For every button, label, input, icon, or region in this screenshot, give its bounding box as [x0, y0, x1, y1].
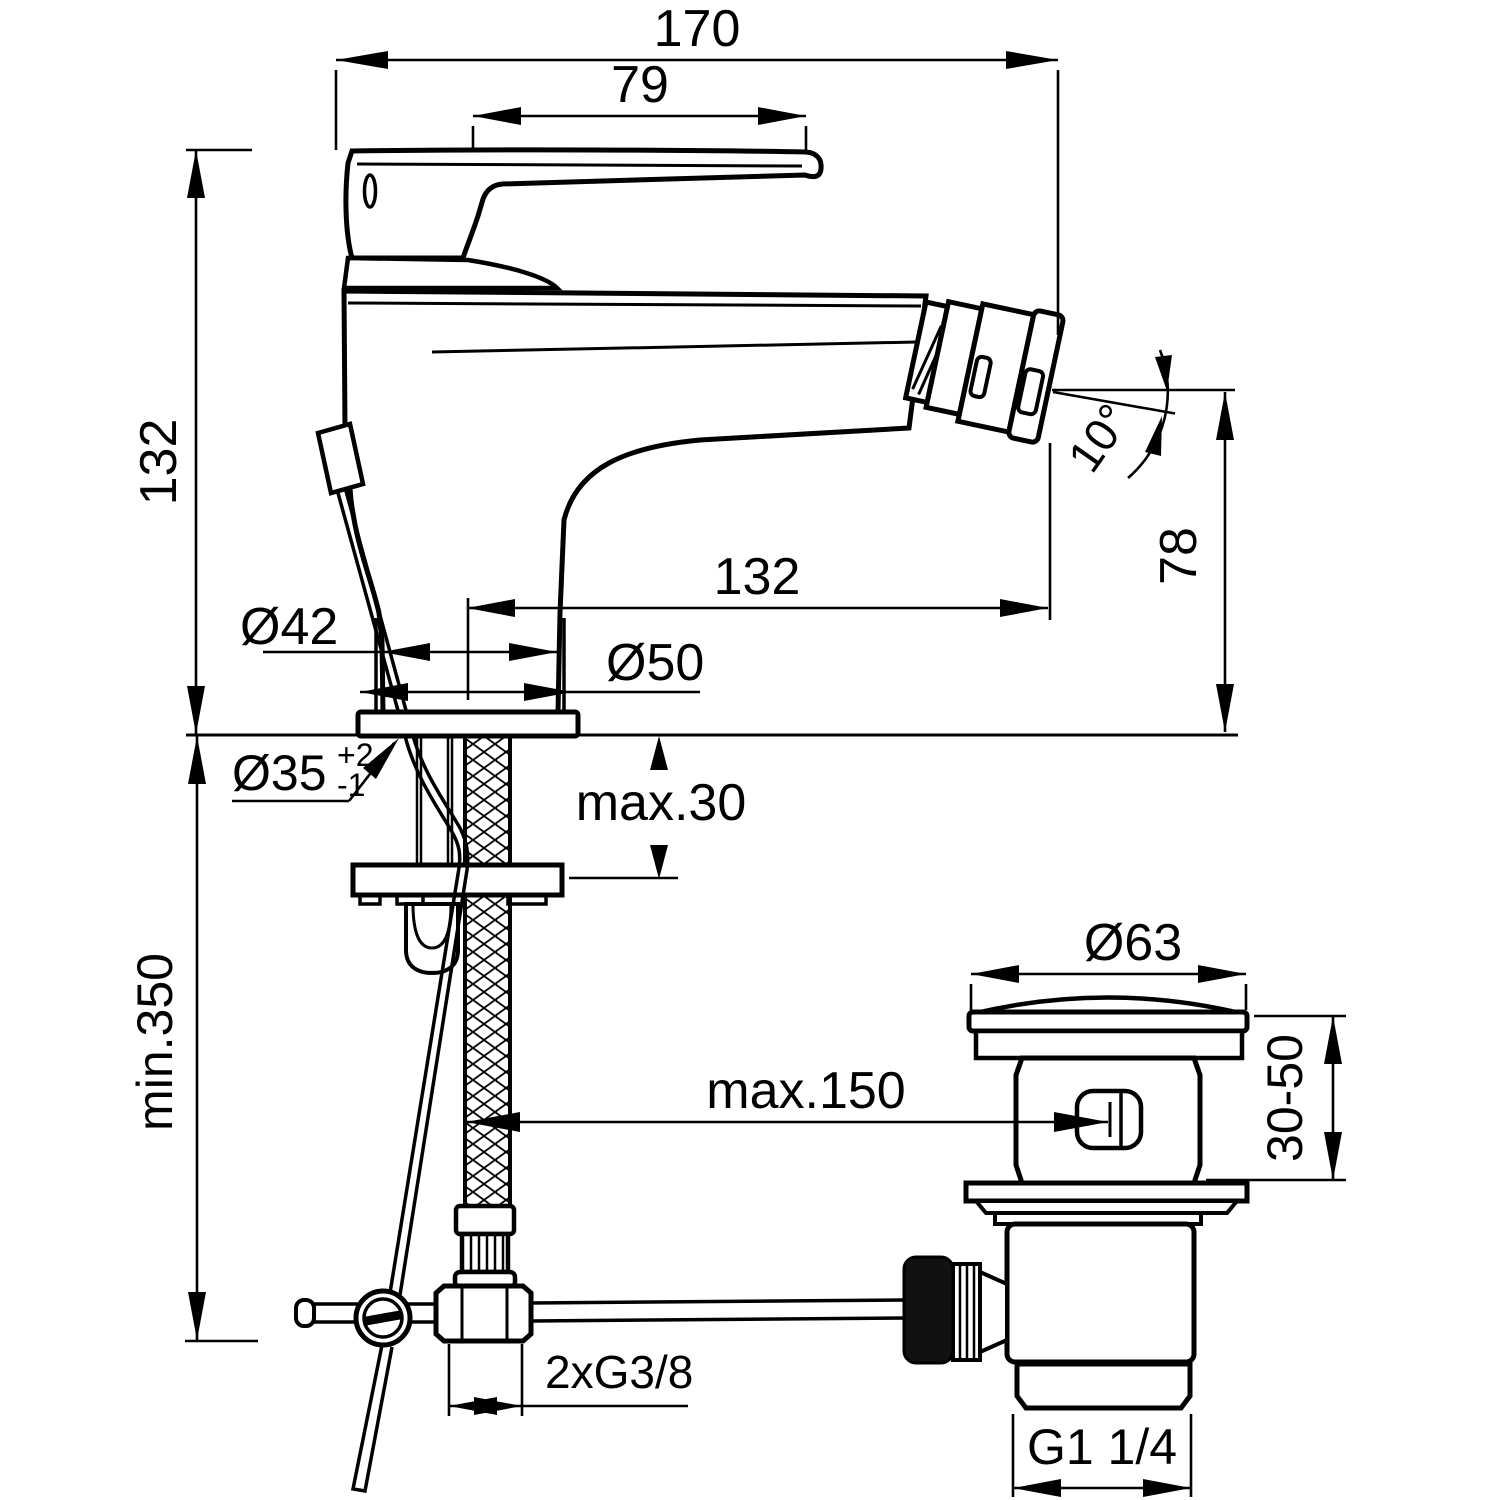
drain-outlet-thread [1014, 1361, 1193, 1411]
dim-label-waste-height-range: 30-50 [1257, 1034, 1313, 1162]
dimension-132-height: 132 [130, 148, 252, 734]
hose-end-fitting [433, 1203, 534, 1344]
dim-label-max-rod-length: max.150 [706, 1062, 905, 1120]
dimension-79: 79 [471, 56, 808, 154]
dimension-d63: Ø63 [969, 914, 1248, 1010]
supply-nut [433, 1283, 534, 1344]
rod-coupling-ring [902, 1255, 955, 1365]
dimension-max30: max.30 [569, 736, 747, 880]
waste-valve-body [1004, 1221, 1197, 1365]
dim-label-spout-angle: 10° [1058, 394, 1140, 481]
pop-up-waste [902, 995, 1250, 1411]
dim-label-hole-tol-minus: -1 [337, 767, 365, 803]
braided-supply-hose [463, 734, 512, 1210]
dimension-d42: Ø42 [240, 598, 557, 661]
dimension-g114: G1 1/4 [1011, 1414, 1193, 1497]
dim-label-base-diameter: Ø50 [606, 634, 704, 692]
dimension-132-reach: 132 [466, 443, 1052, 700]
dimension-78: 78 [1052, 388, 1235, 732]
waste-lower-flange [963, 1180, 1250, 1204]
dimension-10deg: 10° [1052, 349, 1176, 481]
body-seam-line [431, 340, 918, 354]
dim-label-hole-diameter: Ø35 [232, 745, 327, 801]
rod-lower-end [350, 1344, 394, 1494]
pull-rod-knob [315, 421, 366, 496]
dimension-30-50: 30-50 [1206, 1014, 1346, 1182]
dim-label-overall-length: 170 [654, 0, 741, 58]
pivot-joint [353, 1288, 413, 1348]
deck-escutcheon-plate [355, 709, 581, 739]
waste-plug-flange [966, 1009, 1250, 1034]
handle-back-detail [362, 173, 378, 209]
dim-label-spout-height: 78 [1150, 527, 1208, 585]
dimension-min350: min.350 [127, 736, 258, 1343]
rod-end-cap [294, 1298, 316, 1328]
waste-plug-dome [975, 995, 1241, 1016]
dimension-d35: Ø35 +2 -1 [232, 737, 399, 803]
dim-label-handle-length: 79 [611, 56, 669, 114]
dim-label-spout-reach: 132 [714, 548, 801, 606]
dim-label-drain-thread: G1 1/4 [1027, 1419, 1177, 1475]
dim-label-hole-tol-plus: +2 [337, 737, 373, 773]
dim-label-max-deck-thickness: max.30 [576, 774, 747, 832]
dim-label-supply-thread: 2xG3/8 [545, 1346, 693, 1398]
dim-label-min-clearance: min.350 [127, 953, 183, 1131]
cartridge-cap [341, 255, 563, 291]
dim-label-height-above-deck: 132 [130, 419, 188, 506]
pop-up-rod-linkage [350, 735, 470, 1494]
dimension-max150: max.150 [466, 1062, 1108, 1132]
dimension-d50: Ø50 [360, 634, 704, 701]
dimension-2xg38: 2xG3/8 [447, 1344, 693, 1416]
dim-label-waste-cap-diameter: Ø63 [1084, 914, 1182, 972]
aerator-outlet [902, 298, 1066, 445]
dim-label-body-diameter: Ø42 [240, 598, 338, 656]
dimension-170: 170 [334, 0, 1060, 335]
